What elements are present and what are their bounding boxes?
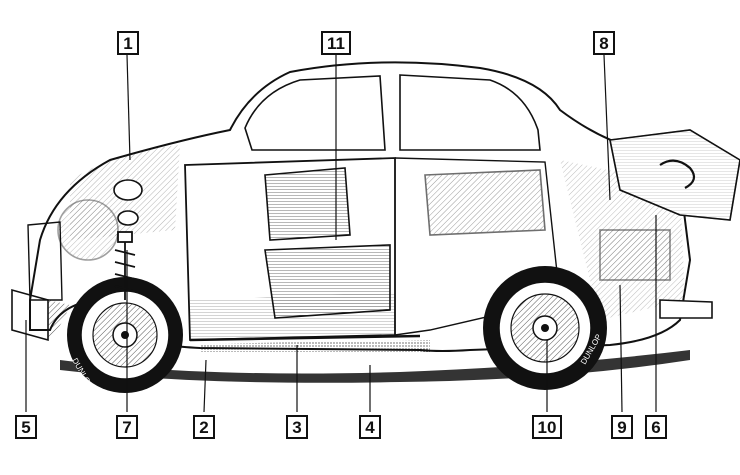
callout-label: 3 [292, 417, 302, 437]
callout-6: 6 [645, 415, 667, 439]
callout-label: 4 [365, 417, 375, 437]
callout-5: 5 [15, 415, 37, 439]
callout-label: 10 [537, 417, 557, 437]
callout-10: 10 [532, 415, 562, 439]
callout-label: 5 [21, 417, 31, 437]
callout-label: 7 [122, 417, 132, 437]
callout-label: 11 [327, 33, 345, 53]
callout-2: 2 [193, 415, 215, 439]
seats [264, 167, 546, 319]
callout-label: 1 [123, 33, 133, 53]
callout-3: 3 [286, 415, 308, 439]
callout-9: 9 [611, 415, 633, 439]
engine-bay [599, 129, 740, 319]
front-suspension [114, 231, 136, 300]
callout-11: 11 [321, 31, 351, 55]
callout-label: 2 [199, 417, 209, 437]
front-compartment [57, 179, 143, 261]
leader-lines [25, 54, 657, 413]
callout-label: 6 [651, 417, 661, 437]
rear-wheel: DUNLOP [483, 266, 607, 390]
callout-label: 8 [599, 33, 609, 53]
callout-label: 9 [617, 417, 627, 437]
callout-7: 7 [116, 415, 138, 439]
callout-8: 8 [593, 31, 615, 55]
callout-4: 4 [359, 415, 381, 439]
callout-1: 1 [117, 31, 139, 55]
